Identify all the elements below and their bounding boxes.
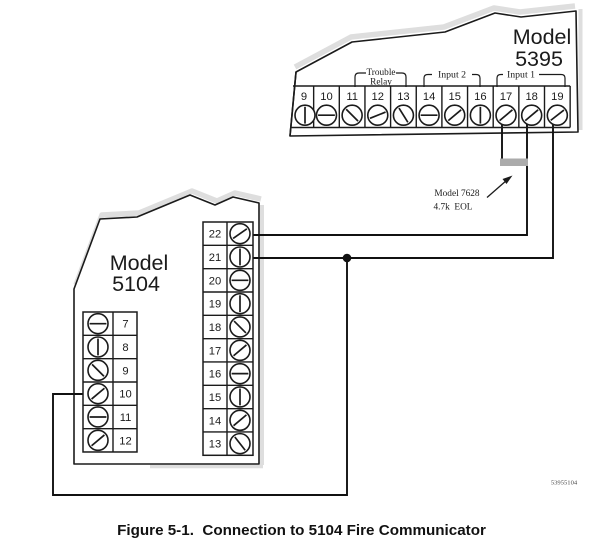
terminal-5104-22-slot [232, 228, 248, 240]
group-label-input1: Input 1 [507, 70, 535, 81]
wire-5395-18-to-5104-22 [243, 114, 528, 236]
group-label-trouble: Trouble [366, 68, 395, 78]
terminal-5395-17-label: 17 [500, 91, 512, 103]
part-number: 53955104 [551, 480, 578, 487]
terminal-5395-19-slot [550, 109, 565, 122]
panel-5395-shadow [293, 3, 576, 70]
terminal-5104-11-label: 11 [120, 412, 132, 424]
group-label-input2: Input 2 [438, 70, 466, 81]
terminal-5395-15-label: 15 [448, 91, 460, 103]
terminal-5395-16-label: 16 [474, 91, 486, 103]
terminal-5395-11-label: 11 [346, 91, 358, 103]
terminal-5104-16-label: 16 [209, 369, 221, 381]
terminal-5395-17-slot [499, 109, 514, 122]
terminal-5104-10-slot [91, 387, 105, 400]
terminal-5104-17-slot [233, 344, 247, 357]
terminal-5395-14-label: 14 [423, 91, 435, 103]
terminal-5104-18-label: 18 [209, 322, 221, 334]
terminal-5104-9-label: 9 [122, 365, 128, 377]
terminal-5104-13-label: 13 [209, 439, 221, 451]
input2-bracket-right [472, 73, 481, 87]
panel-5395-title-line2: 5395 [515, 47, 563, 71]
input2-bracket-left [423, 73, 432, 87]
terminal-5104-12-label: 12 [119, 435, 131, 447]
group-label-relay: Relay [370, 78, 392, 88]
terminal-5395-12-slot [369, 111, 386, 120]
terminal-5395-12-label: 12 [372, 91, 384, 103]
terminal-5395-18-label: 18 [525, 91, 537, 103]
trouble-relay-bracket-left [354, 72, 366, 87]
terminal-5395-10-label: 10 [320, 91, 332, 103]
terminal-5104-7-label: 7 [122, 319, 128, 331]
wire-junction-dot [342, 253, 352, 263]
terminal-5395-15-slot [447, 109, 462, 122]
terminal-5104-8-label: 8 [122, 342, 128, 354]
eol-arrow-head-icon [502, 175, 513, 184]
eol-resistor [500, 158, 528, 166]
terminal-5104-18-slot [233, 320, 247, 334]
terminal-5104-17-label: 17 [209, 345, 221, 357]
terminal-5395-9-label: 9 [301, 91, 307, 103]
eol-label-line2: 4.7k EOL [434, 203, 473, 213]
terminal-5104-14-label: 14 [209, 415, 221, 427]
terminal-5104-19-label: 19 [209, 299, 221, 311]
input1-bracket-left [496, 73, 503, 87]
panel-5395-title-line1: Model [513, 25, 572, 49]
terminal-5395-19-label: 19 [551, 91, 563, 103]
terminal-5104-13-slot [234, 436, 246, 451]
terminal-5104-12-slot [91, 434, 105, 447]
wire-5104-10-to-junction [52, 258, 348, 496]
eol-arrow-line [486, 179, 508, 198]
terminal-5395-11-slot [345, 108, 359, 122]
panel-5104-title-line2: 5104 [112, 272, 160, 296]
input1-bracket-right [539, 73, 566, 87]
panel-5104-title-line1: Model [110, 251, 169, 275]
terminal-5104-20-label: 20 [209, 275, 221, 287]
terminal-5104-15-label: 15 [209, 392, 221, 404]
eol-label-line1: Model 7628 [434, 189, 480, 199]
terminal-5395-13-slot [398, 107, 409, 123]
panel-5104-shadow [73, 188, 262, 286]
terminal-5395-18-slot [524, 109, 539, 122]
terminal-5104-21-label: 21 [209, 252, 221, 264]
terminal-5104-10-label: 10 [119, 389, 131, 401]
trouble-relay-bracket-right [396, 72, 407, 87]
terminal-5104-9-slot [91, 363, 105, 377]
terminal-5104-22-label: 22 [209, 229, 221, 241]
figure-caption: Figure 5-1. Connection to 5104 Fire Comm… [117, 522, 486, 539]
terminal-5395-13-label: 13 [397, 91, 409, 103]
terminal-5104-14-slot [233, 414, 247, 427]
panel-5395-left-edge [289, 71, 297, 137]
